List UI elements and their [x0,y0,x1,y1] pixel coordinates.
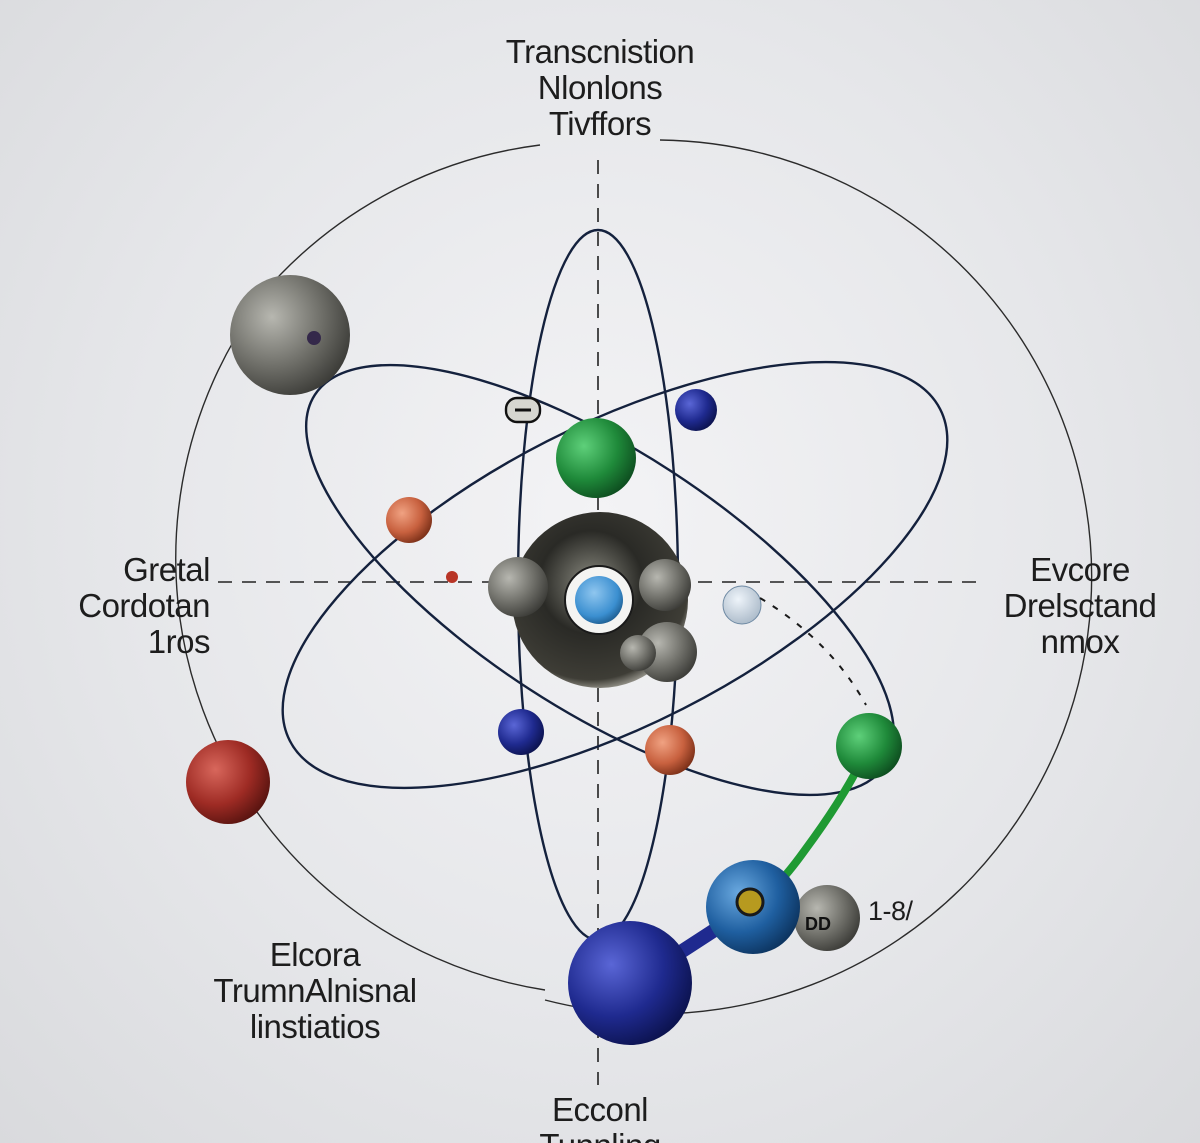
nucleus-gray-particle-right [639,559,691,611]
label-left: Gretal Cordotan 1ros [0,552,210,660]
navy-particle-bottom [568,921,692,1045]
outer-ring-left-arc [175,274,546,991]
label-left-line-1: Gretal [123,551,210,588]
green-particle-right [836,713,902,779]
gray-particle-bottom-right [794,885,860,951]
orange-particle-left [386,497,432,543]
nucleus-gray-particle-low [637,622,697,682]
label-bottom-left: Elcora TrumnAlnisnal linstiatios [170,937,460,1045]
label-top-line-1: Transcnistion [505,33,695,70]
label-top-line-2: Nlonlons [537,69,663,106]
label-bottom-left-line-2: TrumnAlnisnal [213,972,417,1009]
label-bottom-line-2: Tunnling [450,1128,750,1143]
label-bottom-left-line-1: Elcora [269,936,361,973]
red-dot-left [446,571,458,583]
red-particle-left [186,740,270,824]
orbit-rising [281,360,949,790]
percent-label: 1-8/ [868,896,913,926]
nucleus-gray-particle-left [488,557,548,617]
label-bottom-left-line-3: linstiatios [249,1008,381,1045]
navy-particle-top-right [675,389,717,431]
nucleus-gray-particle-small [620,635,656,671]
orbit-junction-dot [307,331,321,345]
orange-particle-bottom [645,725,695,775]
label-bottom: Ecconl Tunnling [450,1092,750,1143]
pale-particle-right [722,585,762,625]
label-top: Transcnistion Nlonlons Tivffors [420,34,780,142]
label-bottom-line-1: Ecconl [551,1091,649,1128]
outer-ring [544,139,1093,1015]
nucleus-center [575,576,623,624]
outer-ring-segment [279,144,541,276]
label-right-line-2: Drelsctand [1003,587,1157,624]
blue-particle-core [735,887,765,917]
label-left-line-3: 1ros [147,623,211,660]
green-particle-top [556,418,636,498]
label-left-line-2: Cordotan [78,587,210,624]
gray-particle-top-left [230,275,350,395]
label-right: Evcore Drelsctand nmox [960,552,1200,660]
label-right-line-3: nmox [1040,623,1120,660]
label-top-line-3: Tivffors [548,105,652,142]
label-right-line-1: Evcore [1030,551,1130,588]
navy-particle-bottom-left [498,709,544,755]
tick-trail [759,597,867,706]
badge-label: DD [805,914,831,934]
